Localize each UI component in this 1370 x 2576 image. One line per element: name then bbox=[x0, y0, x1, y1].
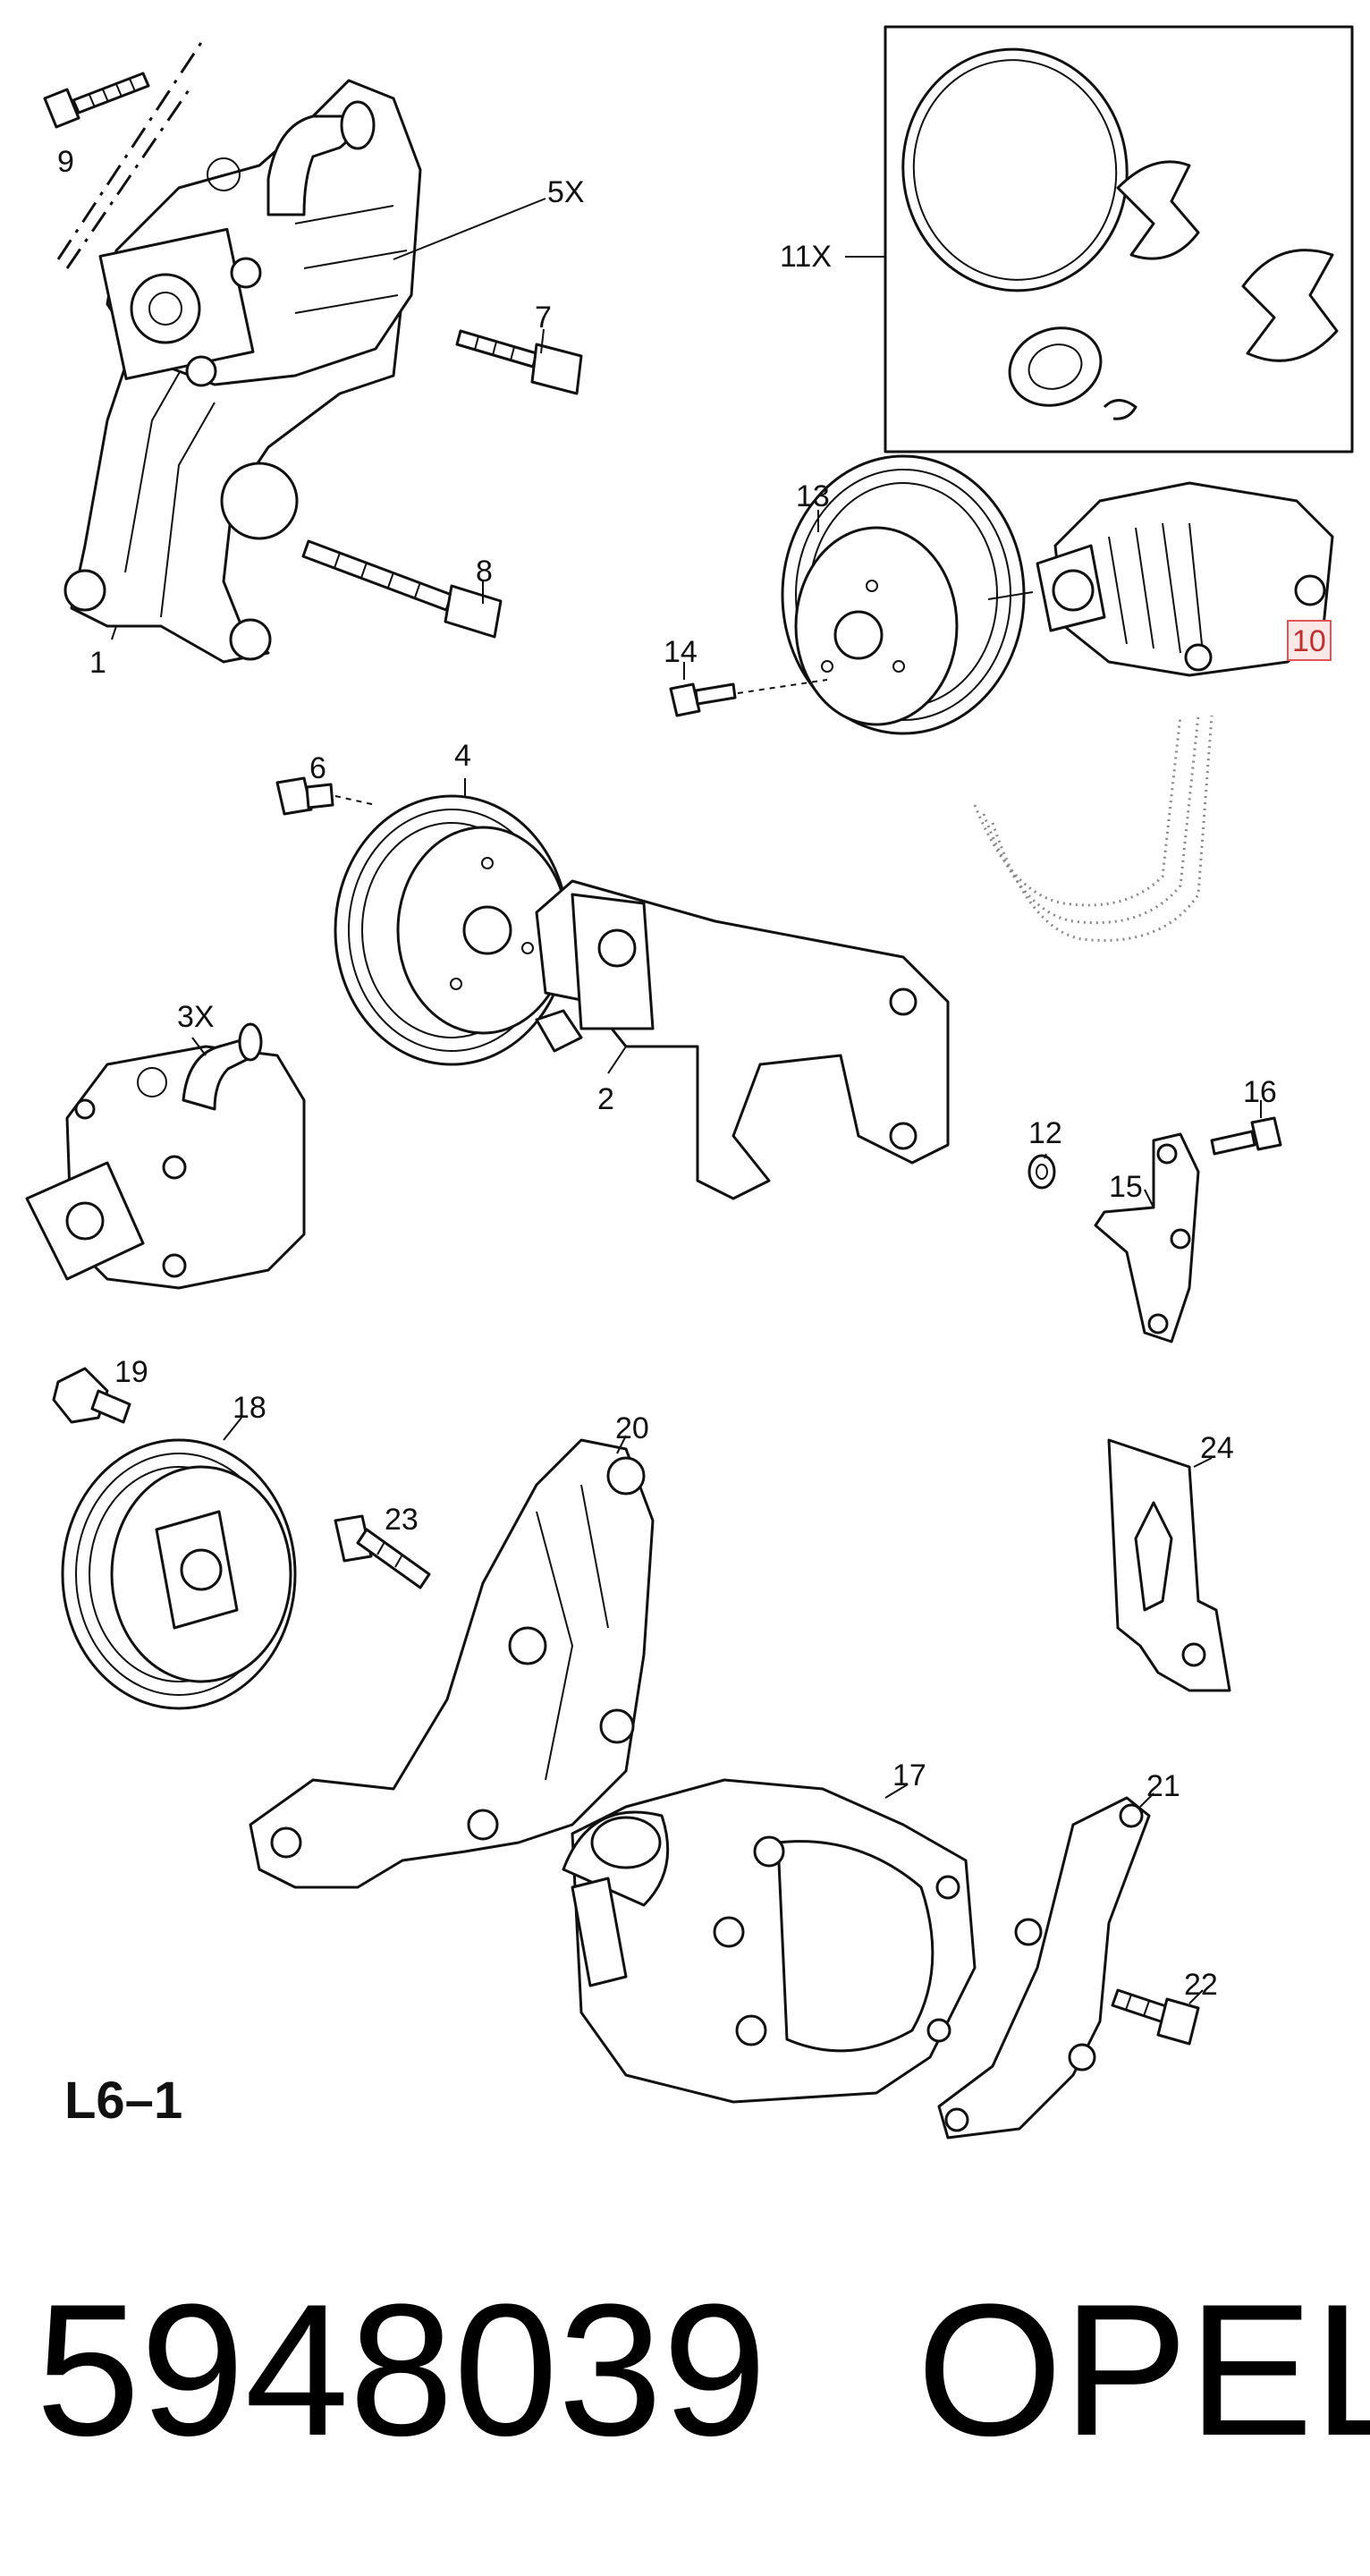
callout-5x: 5X bbox=[547, 175, 585, 209]
callout-21: 21 bbox=[1146, 1769, 1180, 1803]
callout-10: 10 bbox=[1292, 624, 1326, 658]
bolt-7 bbox=[455, 329, 583, 395]
bolt-14-axis bbox=[737, 679, 828, 694]
pump-17 bbox=[562, 1778, 977, 2104]
o-ring bbox=[901, 47, 1129, 292]
callout-20: 20 bbox=[615, 1411, 649, 1445]
callout-7: 7 bbox=[535, 301, 552, 335]
callout-12: 12 bbox=[1028, 1116, 1062, 1150]
part-number: 5948039 bbox=[36, 2265, 767, 2475]
callout-9: 9 bbox=[57, 145, 74, 179]
bolt-23 bbox=[334, 1514, 431, 1589]
drive-belt bbox=[973, 715, 1214, 942]
bracket-20 bbox=[249, 1438, 655, 1889]
callout-14: 14 bbox=[664, 635, 698, 669]
washer-12 bbox=[1028, 1154, 1056, 1190]
callout-3x: 3X bbox=[177, 1000, 215, 1034]
callout-18: 18 bbox=[233, 1391, 266, 1425]
callout-15: 15 bbox=[1109, 1170, 1143, 1204]
sheet-label: L6–1 bbox=[64, 2072, 182, 2130]
brand-label: OPEL bbox=[917, 2265, 1370, 2475]
axis-line-2 bbox=[65, 84, 194, 269]
callout-11x: 11X bbox=[780, 240, 832, 274]
callout-19: 19 bbox=[114, 1355, 148, 1389]
seal-half-2 bbox=[1241, 249, 1339, 362]
callout-23: 23 bbox=[385, 1503, 419, 1537]
bracket-21 bbox=[937, 1796, 1151, 2140]
callout-6: 6 bbox=[309, 751, 326, 785]
bolt-16 bbox=[1210, 1116, 1282, 1156]
callout-4: 4 bbox=[454, 739, 471, 773]
pump-10 bbox=[1036, 481, 1334, 677]
bolt-6-axis bbox=[334, 795, 376, 806]
pulley-18 bbox=[61, 1438, 297, 1710]
callout-8: 8 bbox=[476, 555, 493, 589]
bolt-22 bbox=[1111, 1988, 1200, 2046]
pump-5x bbox=[98, 79, 422, 387]
callout-10-highlight bbox=[1287, 620, 1332, 661]
shaft-seal bbox=[1008, 326, 1103, 407]
pump-3x bbox=[25, 1022, 306, 1290]
callout-17: 17 bbox=[892, 1758, 926, 1792]
circlip bbox=[1103, 399, 1137, 420]
callout-2: 2 bbox=[597, 1082, 614, 1116]
leader-lines bbox=[111, 198, 1262, 2004]
pulley-4 bbox=[334, 794, 570, 1066]
callout-1: 1 bbox=[89, 646, 106, 680]
seal-half-1 bbox=[1116, 160, 1200, 260]
pulley-13-axis bbox=[987, 591, 1034, 600]
bolt-9 bbox=[43, 72, 150, 129]
bolt-14 bbox=[669, 682, 737, 717]
callout-24: 24 bbox=[1200, 1431, 1234, 1465]
bracket-2 bbox=[535, 879, 950, 1200]
bolt-8 bbox=[301, 539, 503, 639]
callout-13: 13 bbox=[796, 479, 830, 513]
bracket-24 bbox=[1107, 1438, 1231, 1692]
bolt-19 bbox=[52, 1367, 131, 1424]
callout-16: 16 bbox=[1243, 1075, 1277, 1109]
bracket-15 bbox=[1094, 1132, 1200, 1343]
pulley-13 bbox=[781, 454, 1026, 735]
bolt-6 bbox=[275, 776, 334, 816]
callout-22: 22 bbox=[1184, 1968, 1218, 2002]
